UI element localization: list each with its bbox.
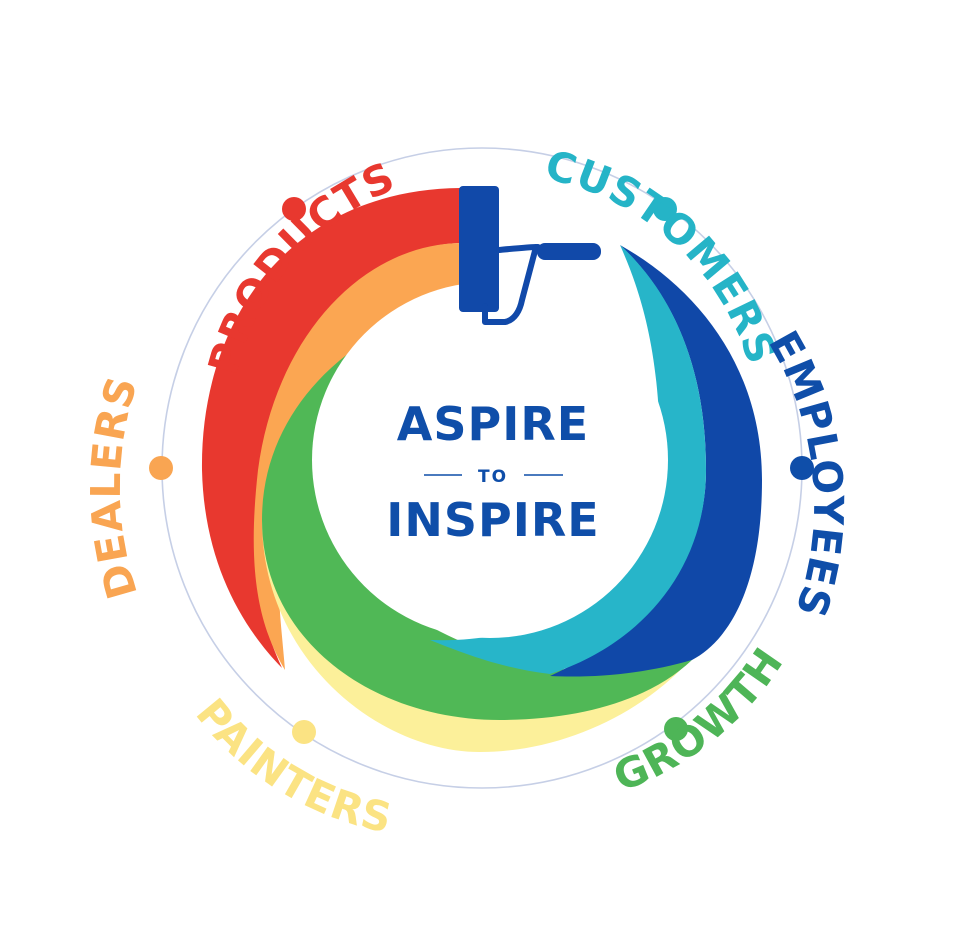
band-orange [253, 243, 460, 670]
label-dealers-text: DEALERS [82, 371, 146, 605]
dot-customers [653, 197, 677, 221]
label-employees: EMPLOYEES [759, 323, 852, 624]
center-line2: TO [478, 467, 508, 487]
label-dealers: DEALERS [82, 371, 147, 605]
band-teal [430, 245, 706, 674]
dot-employees [790, 456, 814, 480]
band-green [262, 322, 692, 720]
label-employees-text: EMPLOYEES [759, 323, 851, 624]
center-line1: ASPIRE [397, 397, 589, 451]
band-red [201, 188, 460, 668]
center-title: ASPIRE TO INSPIRE [386, 397, 599, 547]
center-disc [312, 282, 668, 638]
band-yellow [262, 520, 690, 752]
band-blue [550, 245, 762, 677]
paint-roller-icon [459, 186, 601, 325]
dot-growth [664, 717, 688, 741]
dot-dealers [149, 456, 173, 480]
dot-products [282, 197, 306, 221]
dot-painters [292, 720, 316, 744]
center-line3: INSPIRE [386, 493, 599, 547]
swirl [201, 188, 762, 752]
